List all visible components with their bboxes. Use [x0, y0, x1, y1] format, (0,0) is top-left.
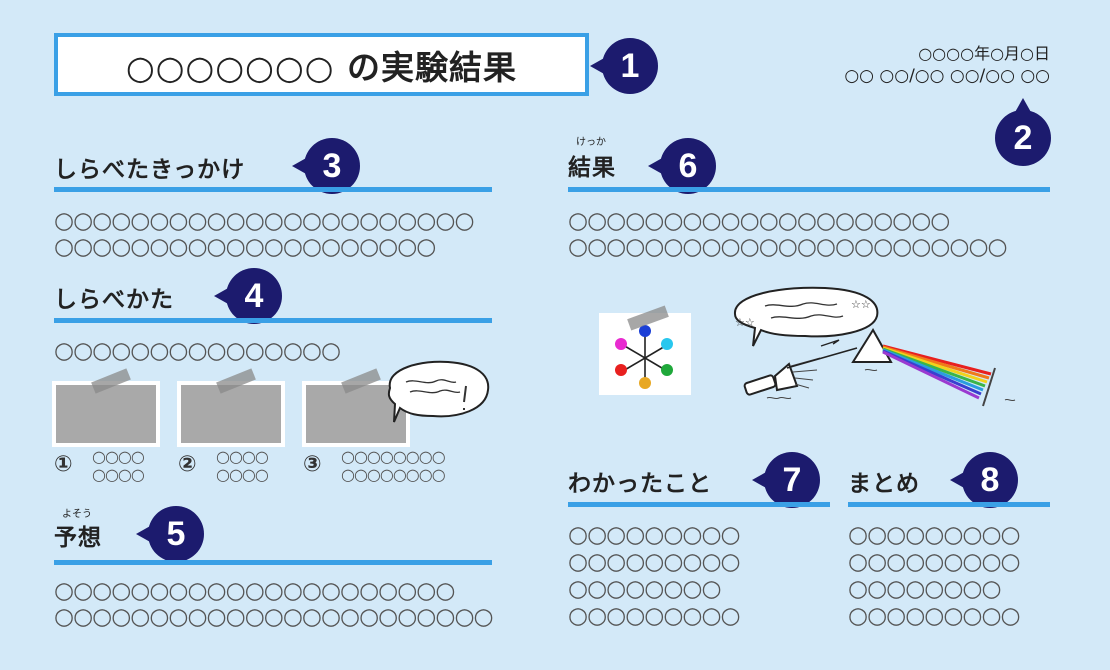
rule-yosou: [54, 560, 492, 565]
badge-2: 2: [995, 98, 1051, 166]
heading-kekka: 結果: [568, 155, 616, 181]
rule-shirabekata: [54, 318, 492, 323]
step-text: ○○○○○○○○: [341, 465, 446, 484]
text-line: ○○○○○○○○○○○○○○○○○○○○: [568, 208, 950, 234]
speech-bubble-sketch: [387, 360, 490, 423]
step-text: ○○○○: [92, 465, 145, 484]
step-number-2: ②: [178, 452, 197, 477]
step-text: ○○○○: [92, 447, 145, 466]
rule-matome: [848, 502, 1050, 507]
svg-text:☆☆: ☆☆: [851, 298, 871, 311]
text-line: ○○○○○○○○○○○○○○○○○○○○○○○: [568, 234, 1008, 260]
color-wheel-illustration: [615, 325, 673, 389]
badge-6: 6: [648, 138, 716, 194]
rule-wakatta: [568, 502, 830, 507]
name-line: ○○ ○○/○○ ○○/○○ ○○: [844, 66, 1050, 86]
heading-yosou: 予想: [54, 525, 102, 551]
photo-placeholder-1: [52, 381, 160, 447]
text-line: ○○○○○○○○: [848, 576, 1002, 602]
text-line: ○○○○○○○○○○○○○○○: [54, 338, 341, 364]
rule-kikkake: [54, 187, 492, 192]
badge-8: 8: [950, 452, 1018, 508]
color-diagram-photo: [599, 313, 691, 395]
step-number-1: ①: [54, 452, 73, 477]
ruby-kekka: けっか: [576, 137, 606, 148]
text-line: ○○○○○○○○○: [568, 549, 741, 575]
text-line: ○○○○○○○○: [568, 576, 722, 602]
text-line: ○○○○○○○○○○○○○○○○○○○○○: [54, 578, 455, 604]
heading-wakatta: わかったこと: [568, 471, 712, 497]
text-line: ○○○○○○○○○: [568, 522, 741, 548]
text-line: ○○○○○○○○○: [848, 522, 1021, 548]
badge-7: 7: [752, 452, 820, 508]
text-line: ○○○○○○○○○: [848, 603, 1021, 629]
date-line: ○○○○年○月○日: [918, 44, 1050, 63]
page-title: ○○○○○○○ の実験結果: [54, 33, 589, 96]
photo-placeholder-2: [177, 381, 285, 447]
text-line: ○○○○○○○○○○○○○○○○○○○○: [54, 234, 436, 260]
heading-matome: まとめ: [848, 471, 920, 497]
badge-4: 4: [214, 268, 282, 324]
step-text: ○○○○: [216, 447, 269, 466]
text-line: ○○○○○○○○○: [848, 549, 1021, 575]
step-number-3: ③: [303, 452, 322, 477]
prism-sketch-illustration: ☆☆ ☆☆: [733, 286, 1016, 407]
svg-text:☆☆: ☆☆: [735, 316, 755, 329]
badge-3: 3: [292, 138, 360, 194]
step-text: ○○○○○○○○: [341, 447, 446, 466]
text-line: ○○○○○○○○○: [568, 603, 741, 629]
text-line: ○○○○○○○○○○○○○○○○○○○○○○: [54, 208, 475, 234]
step-text: ○○○○: [216, 465, 269, 484]
text-line: ○○○○○○○○○○○○○○○○○○○○○○○: [54, 604, 494, 630]
badge-1: 1: [590, 38, 658, 94]
badge-5: 5: [136, 506, 204, 562]
rule-kekka: [568, 187, 1050, 192]
heading-shirabekata: しらべかた: [54, 287, 174, 313]
heading-kikkake: しらべたきっかけ: [54, 157, 246, 183]
ruby-yosou: よそう: [62, 509, 92, 520]
